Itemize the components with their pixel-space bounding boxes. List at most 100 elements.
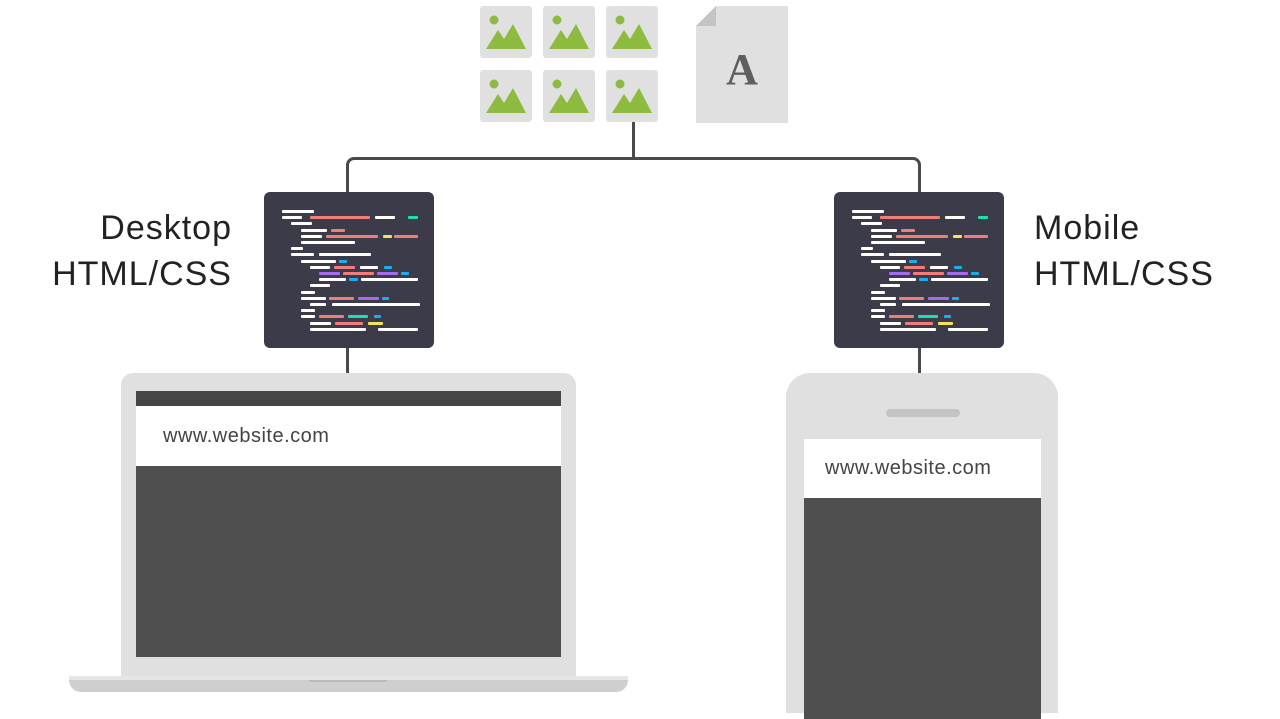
- code-line: [319, 315, 344, 319]
- code-line: [899, 296, 924, 300]
- code-line: [394, 234, 418, 238]
- code-line: [930, 265, 948, 269]
- code-line: [319, 253, 371, 257]
- code-line: [871, 309, 885, 313]
- code-line: [852, 216, 872, 220]
- phone: www.website.com: [786, 373, 1058, 719]
- code-line: [919, 278, 928, 282]
- code-line: [301, 259, 336, 263]
- code-line: [945, 216, 965, 220]
- code-line: [871, 234, 892, 238]
- image-icon: [543, 70, 595, 122]
- code-line: [375, 216, 395, 220]
- code-line: [291, 253, 314, 257]
- image-icon: [606, 6, 658, 58]
- code-line: [889, 253, 941, 257]
- code-line: [928, 296, 949, 300]
- code-line: [319, 278, 346, 282]
- font-letter: A: [726, 45, 758, 94]
- code-line: [301, 228, 327, 232]
- code-line: [852, 210, 884, 213]
- mobile-label-line1: Mobile: [1034, 209, 1141, 247]
- code-line: [319, 272, 340, 275]
- code-line: [901, 228, 915, 232]
- laptop-base-edge: [69, 676, 628, 680]
- code-line: [889, 272, 910, 275]
- code-line: [909, 259, 917, 263]
- mobile-label: Mobile HTML/CSS: [1034, 205, 1214, 297]
- code-line: [880, 327, 936, 331]
- code-line: [954, 265, 962, 269]
- image-icon: [543, 6, 595, 58]
- code-line: [384, 265, 392, 269]
- code-line: [334, 265, 355, 269]
- code-line: [383, 234, 392, 238]
- code-line: [329, 296, 354, 300]
- code-line: [871, 296, 896, 300]
- code-line: [889, 315, 914, 319]
- code-line: [382, 296, 389, 300]
- code-line: [931, 278, 988, 282]
- code-line: [889, 278, 916, 282]
- code-line: [310, 303, 326, 306]
- desktop-url-bar[interactable]: www.website.com: [136, 406, 561, 466]
- code-line: [348, 315, 368, 319]
- code-line: [310, 216, 370, 220]
- code-line: [964, 234, 988, 238]
- code-line: [971, 272, 979, 275]
- code-line: [310, 284, 330, 288]
- code-line: [301, 234, 322, 238]
- code-line: [902, 303, 990, 306]
- phone-screen: www.website.com: [804, 439, 1041, 719]
- code-line: [291, 247, 303, 251]
- phone-speaker: [886, 409, 960, 417]
- code-line: [301, 296, 326, 300]
- code-line: [861, 253, 884, 257]
- code-line: [953, 234, 962, 238]
- mobile-label-line2: HTML/CSS: [1034, 255, 1214, 293]
- code-line: [377, 272, 398, 275]
- font-file-icon: A: [696, 6, 788, 123]
- code-line: [948, 327, 988, 331]
- code-line: [871, 290, 885, 294]
- code-line: [282, 216, 302, 220]
- laptop: www.website.com: [121, 373, 576, 678]
- code-line: [401, 272, 409, 275]
- code-line: [904, 265, 925, 269]
- desktop-label-line2: HTML/CSS: [52, 255, 232, 293]
- code-line: [310, 265, 330, 269]
- code-line: [944, 315, 951, 319]
- desktop-label-line1: Desktop: [100, 209, 232, 247]
- code-line: [871, 315, 885, 319]
- code-line: [880, 321, 901, 325]
- code-line: [282, 210, 314, 213]
- code-line: [871, 241, 925, 244]
- code-line: [301, 241, 355, 244]
- mobile-code-icon: [834, 192, 1004, 348]
- mobile-url-bar[interactable]: www.website.com: [804, 439, 1041, 498]
- connector-line: [918, 348, 921, 374]
- code-line: [291, 222, 312, 226]
- desktop-code-icon: [264, 192, 434, 348]
- code-line: [310, 327, 366, 331]
- code-line: [310, 321, 331, 325]
- code-line: [332, 303, 420, 306]
- code-line: [335, 321, 363, 325]
- desktop-label: Desktop HTML/CSS: [52, 205, 232, 297]
- code-line: [339, 259, 347, 263]
- code-line: [361, 278, 418, 282]
- code-line: [871, 228, 897, 232]
- code-line: [358, 296, 379, 300]
- code-line: [952, 296, 959, 300]
- code-line: [880, 265, 900, 269]
- code-line: [408, 216, 418, 220]
- code-line: [880, 284, 900, 288]
- code-line: [301, 315, 315, 319]
- code-line: [905, 321, 933, 325]
- code-line: [896, 234, 948, 238]
- code-line: [978, 216, 988, 220]
- desktop-url-text: www.website.com: [163, 424, 330, 447]
- code-line: [360, 265, 378, 269]
- code-line: [861, 222, 882, 226]
- image-icon: [480, 6, 532, 58]
